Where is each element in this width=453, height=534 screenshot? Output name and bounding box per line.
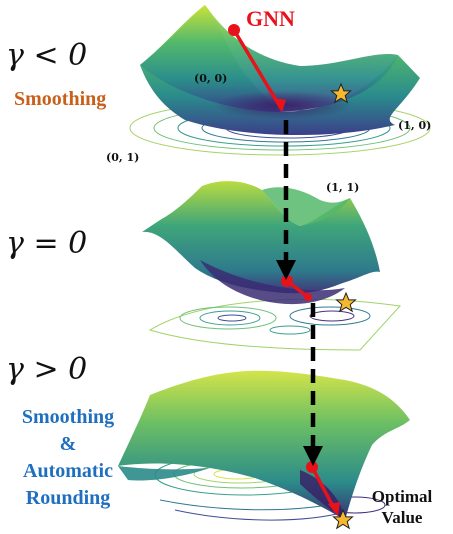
label-line: Optimal [371, 487, 433, 506]
optimum-stars [330, 82, 357, 530]
gnn-label: GNN [246, 6, 295, 31]
label-line: Automatic [23, 460, 113, 482]
smoothing-label-top: Smoothing [14, 88, 107, 110]
corner-label-10: (1, 0) [398, 119, 432, 132]
gnn-trajectory [228, 24, 340, 516]
optimal-value-label: Optimal Value [362, 486, 442, 528]
corner-label-00: (0, 0) [194, 72, 228, 85]
gamma-label-zero: γ = 0 [6, 226, 88, 261]
gamma-label-positive: γ > 0 [6, 352, 88, 387]
gamma-label-negative: γ < 0 [6, 38, 88, 73]
label-line: Value [381, 508, 423, 527]
label-line: Rounding [25, 487, 111, 509]
star-icon [332, 508, 354, 530]
loss-surface-2 [142, 181, 380, 294]
star-icon [330, 82, 352, 104]
corner-label-11: (1, 1) [326, 181, 360, 194]
gnn-start-point [228, 24, 240, 36]
corner-label-01: (0, 1) [106, 151, 140, 164]
smoothing-rounding-label: Smoothing & Automatic Rounding [6, 404, 130, 512]
star-icon [335, 291, 357, 313]
surface-panel-2 [142, 181, 402, 351]
loss-surface-3 [118, 370, 410, 520]
transition-arrows [276, 120, 323, 466]
label-line: & [59, 433, 77, 455]
surface-panel-1 [129, 5, 431, 156]
surface-panel-3 [118, 370, 410, 521]
label-line: Smoothing [21, 406, 115, 428]
contour-plot-2 [148, 298, 402, 351]
